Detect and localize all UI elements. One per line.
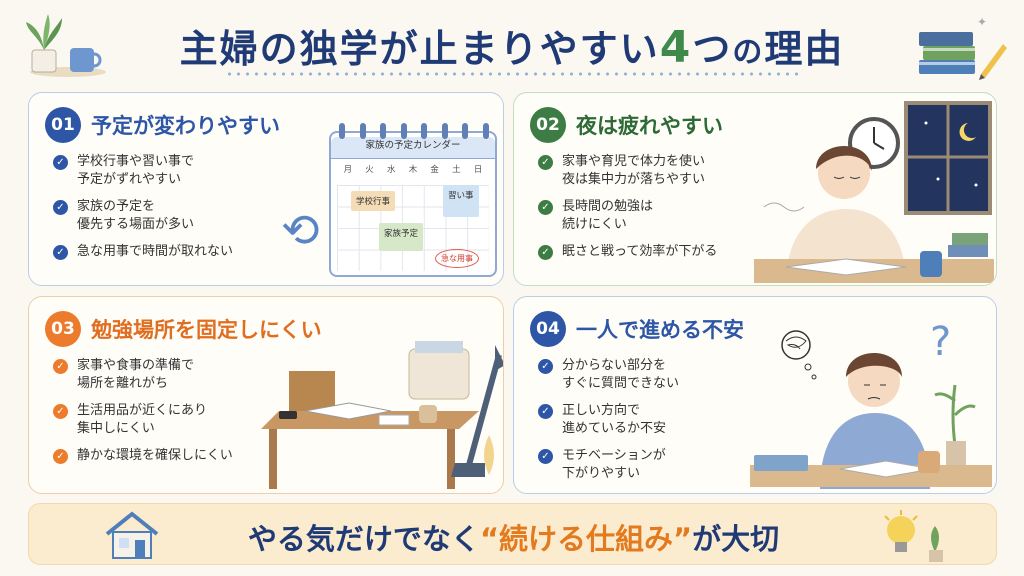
day-label: 土 — [452, 165, 461, 175]
list-item: ✓ 眠さと戦って効率が下がる — [538, 243, 768, 261]
item-text: 家族の予定を 優先する場面が多い — [77, 199, 195, 232]
page-title: 主婦の独学が止まりやすい4つの理由 — [0, 18, 1024, 73]
item-text: モチベーションが 下がりやすい — [562, 448, 666, 481]
list-item: ✓ 急な用事で時間が取れない — [53, 243, 283, 261]
list-item: ✓ 静かな環境を確保しにくい — [53, 447, 283, 465]
svg-text:?: ? — [930, 319, 951, 365]
item-text: 静かな環境を確保しにくい — [77, 448, 233, 463]
list-item: ✓ 長時間の勉強は 続けにくい — [538, 198, 768, 234]
reason-list-2: ✓家事や育児で体力を使い 夜は集中力が落ちやすい ✓長時間の勉強は 続けにくい … — [538, 153, 768, 270]
reason-badge-1: 01 — [45, 107, 81, 143]
list-item: ✓ 学校行事や習い事で 予定がずれやすい — [53, 153, 283, 189]
item-text: 学校行事や習い事で 予定がずれやすい — [77, 154, 195, 187]
reason-card-3: 03 勉強場所を固定しにくい ✓ 家事や食事の準備で 場所を離れがち ✓ 生活用品が… — [28, 296, 504, 494]
footer-part1: やる気だけでなく — [247, 522, 480, 556]
footer-emphasis: “続ける仕組み” — [479, 522, 693, 556]
calendar-days: 月 火 水 木 金 土 日 — [331, 159, 495, 175]
lightbulb-icon — [884, 510, 943, 562]
title-divider — [225, 72, 800, 76]
item-text: 家事や育児で体力を使い 夜は集中力が落ちやすい — [562, 154, 706, 187]
reason-list-4: ✓ 分からない部分を すぐに質問できない ✓ 正しい方向で 進めているか不安 ✓ モチ… — [538, 357, 768, 492]
reason-title-3: 勉強場所を固定しにくい — [91, 318, 322, 342]
worried-woman-illustration: ? — [750, 319, 992, 489]
item-text: 生活用品が近くにあり 集中しにくい — [77, 403, 208, 436]
plant-mug-illustration — [26, 14, 106, 77]
list-item: ✓ 家事や食事の準備で 場所を離れがち — [53, 357, 283, 393]
day-label: 木 — [408, 165, 418, 175]
family-calendar: 家族の予定カレンダー 月 火 水 木 金 土 日 学校行事 習い事 家族予定 急… — [329, 131, 497, 277]
title-number: 4 — [659, 22, 693, 73]
title-part3: つ — [692, 27, 733, 71]
check-icon: ✓ — [53, 200, 68, 215]
books-pencil-illustration: ✦ — [919, 15, 1007, 80]
note-family-plan: 家族予定 — [379, 223, 424, 251]
check-icon: ✓ — [53, 449, 68, 464]
reason-list-1: ✓ 学校行事や習い事で 予定がずれやすい ✓ 家族の予定を 優先する場面が多い ✓ 急… — [53, 153, 283, 270]
check-icon: ✓ — [53, 359, 68, 374]
reason-title-2: 夜は疲れやすい — [576, 114, 723, 138]
calendar-rings — [339, 123, 489, 139]
reason-title-4: 一人で進める不安 — [576, 318, 744, 342]
title-part2: 止まりやすい — [419, 27, 660, 71]
check-icon: ✓ — [53, 404, 68, 419]
day-label: 金 — [430, 165, 439, 175]
reason-title-1: 予定が変わりやすい — [91, 114, 280, 138]
house-icon — [105, 511, 159, 559]
refresh-arrows-icon: ⟲ — [281, 203, 320, 257]
reason-badge-3: 03 — [45, 311, 81, 347]
note-lessons: 習い事 — [443, 185, 479, 217]
item-text: 家事や食事の準備で 場所を離れがち — [77, 358, 195, 391]
list-item: ✓ 正しい方向で 進めているか不安 — [538, 402, 768, 438]
check-icon: ✓ — [53, 245, 68, 260]
reason-badge-2: 02 — [530, 107, 566, 143]
check-icon: ✓ — [538, 404, 553, 419]
reason-card-1: 01 予定が変わりやすい ✓ 学校行事や習い事で 予定がずれやすい ✓ 家族の予定を… — [28, 92, 504, 286]
check-icon: ✓ — [53, 155, 68, 170]
day-label: 火 — [365, 165, 374, 175]
reason-badge-4: 04 — [530, 311, 566, 347]
list-item: ✓ 分からない部分を すぐに質問できない — [538, 357, 768, 393]
reason-card-2: 02 夜は疲れやすい ✓ 家事や育児で体力を使い 夜は集中力が落ちやすい ✓ 長時間… — [513, 92, 997, 286]
item-text: 長時間の勉強は 続けにくい — [562, 199, 654, 232]
list-item: ✓ モチベーションが 下がりやすい — [538, 447, 768, 483]
calendar-title: 家族の予定カレンダー — [365, 140, 461, 151]
day-label: 水 — [387, 165, 396, 175]
note-urgent: 急な用事 — [435, 249, 479, 268]
day-label: 月 — [343, 165, 353, 175]
reason-card-4: 04 一人で進める不安 ✓ 分からない部分を すぐに質問できない ✓ 正しい方向で … — [513, 296, 997, 494]
title-no: の — [732, 35, 765, 70]
item-text: 分からない部分を すぐに質問できない — [562, 358, 680, 391]
tired-woman-illustration — [754, 101, 994, 283]
footer-part2: が大切 — [692, 522, 780, 556]
check-icon: ✓ — [538, 200, 553, 215]
footer-banner: やる気だけでなく“続ける仕組み”が大切 — [28, 503, 997, 565]
list-item: ✓ 家族の予定を 優先する場面が多い — [53, 198, 283, 234]
item-text: 眠さと戦って効率が下がる — [562, 244, 718, 259]
item-text: 急な用事で時間が取れない — [77, 244, 234, 259]
item-text: 正しい方向で 進めているか不安 — [562, 403, 667, 436]
list-item: ✓ 生活用品が近くにあり 集中しにくい — [53, 402, 283, 438]
list-item: ✓ 家事や育児で体力を使い 夜は集中力が落ちやすい — [538, 153, 768, 189]
svg-text:✦: ✦ — [977, 15, 987, 29]
check-icon: ✓ — [538, 245, 553, 260]
reason-list-3: ✓ 家事や食事の準備で 場所を離れがち ✓ 生活用品が近くにあり 集中しにくい ✓ 静… — [53, 357, 283, 474]
check-icon: ✓ — [538, 359, 553, 374]
note-school-event: 学校行事 — [351, 191, 396, 211]
day-label: 日 — [473, 165, 483, 175]
footer-message: やる気だけでなく“続ける仕組み”が大切 — [29, 516, 998, 558]
title-part4: 理由 — [764, 27, 845, 71]
check-icon: ✓ — [538, 449, 553, 464]
check-icon: ✓ — [538, 155, 553, 170]
desk-laundry-illustration — [261, 341, 503, 489]
title-part1: 主婦の独学が — [179, 27, 420, 71]
